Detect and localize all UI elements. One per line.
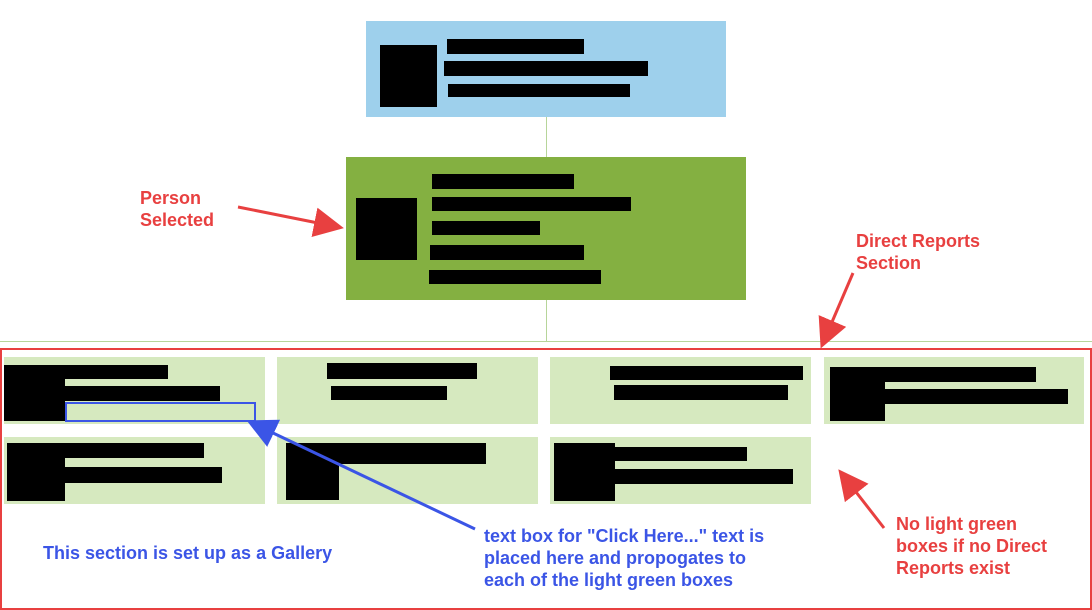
manager-photo-redacted xyxy=(380,45,437,107)
report-title-redacted xyxy=(65,467,222,483)
manager-name-redacted xyxy=(447,39,584,54)
report-card[interactable] xyxy=(277,357,538,424)
manager-card xyxy=(366,21,726,117)
report-card[interactable] xyxy=(4,437,265,504)
manager-detail-redacted xyxy=(448,84,630,97)
textbox-note: text box for "Click Here..." text is pla… xyxy=(484,526,765,590)
report-title-redacted xyxy=(65,386,220,401)
report-name-redacted xyxy=(339,443,486,464)
report-name-redacted xyxy=(615,447,747,461)
selected-name-redacted xyxy=(432,174,574,189)
report-photo-redacted xyxy=(286,443,339,500)
selected-dept-redacted xyxy=(432,221,540,235)
report-name-redacted xyxy=(610,366,803,380)
person-selected-label: Person Selected xyxy=(140,188,215,230)
direct-reports-section-label: Direct Reports Section xyxy=(856,231,981,273)
report-photo-redacted xyxy=(830,367,885,421)
selected-title-redacted xyxy=(432,197,631,211)
report-name-redacted xyxy=(65,365,168,379)
selected-photo-redacted xyxy=(356,198,417,260)
report-name-redacted xyxy=(327,363,477,379)
report-title-redacted xyxy=(885,389,1068,404)
arrow-direct-reports xyxy=(818,272,855,349)
gallery-note: This section is set up as a Gallery xyxy=(43,543,333,563)
report-title-redacted xyxy=(614,385,788,400)
report-card[interactable] xyxy=(4,357,265,424)
selected-person-card xyxy=(346,157,746,300)
report-card[interactable] xyxy=(550,437,811,504)
manager-title-redacted xyxy=(444,61,648,76)
report-photo-redacted xyxy=(554,443,615,501)
click-here-textbox[interactable] xyxy=(65,402,256,422)
report-photo-redacted xyxy=(7,443,65,501)
report-name-redacted xyxy=(65,443,204,458)
selected-email-redacted xyxy=(430,245,584,260)
report-card[interactable] xyxy=(824,357,1084,424)
report-name-redacted xyxy=(885,367,1036,382)
report-card[interactable] xyxy=(550,357,811,424)
report-card[interactable] xyxy=(277,437,538,504)
connector-top-rule xyxy=(0,341,1092,342)
connector-manager-to-selected xyxy=(546,117,547,157)
report-title-redacted xyxy=(331,386,447,400)
connector-selected-to-reports xyxy=(546,300,547,342)
no-boxes-note: No light green boxes if no Direct Report… xyxy=(896,514,1048,578)
direct-reports-gallery xyxy=(0,348,1092,610)
selected-phone-redacted xyxy=(429,270,601,284)
report-title-redacted xyxy=(615,469,793,484)
report-photo-redacted xyxy=(4,365,65,421)
arrow-person-selected xyxy=(237,205,344,238)
